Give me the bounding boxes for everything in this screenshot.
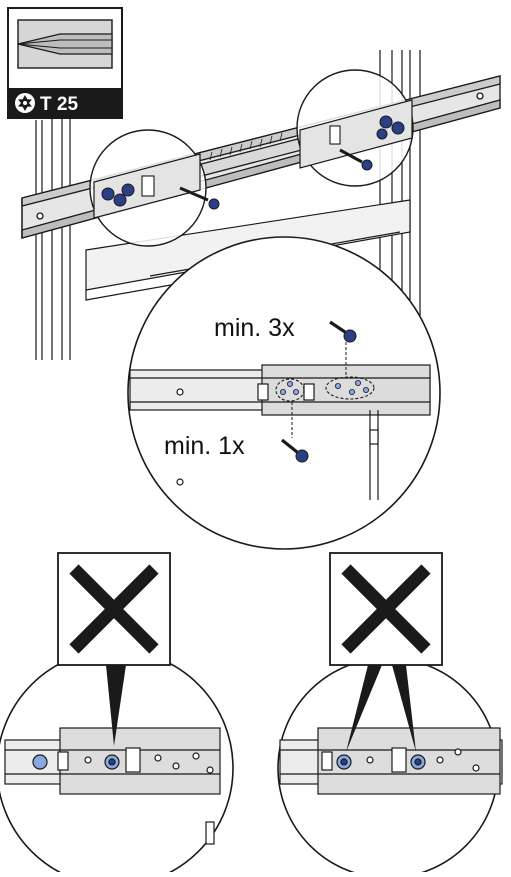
- detail-circle-right: [296, 69, 414, 187]
- min-three-label: min. 3x: [214, 314, 295, 342]
- wrong-example-right: [277, 552, 503, 877]
- cross-icon: [69, 564, 159, 654]
- screw-icon: [329, 320, 357, 343]
- screwdriver-bit-icon: [17, 19, 113, 69]
- lower-hole-group-marker: [275, 378, 305, 402]
- screw-icon: [281, 438, 309, 463]
- tool-size-label: T 25: [40, 94, 78, 115]
- cross-icon: [341, 564, 431, 654]
- detail-circle-left: [89, 129, 220, 247]
- screw-icon: [101, 183, 135, 207]
- min-one-label: min. 1x: [164, 432, 245, 460]
- wrong-example-left: [0, 552, 234, 877]
- screw-icon: [179, 186, 220, 210]
- upper-hole-group-marker: [325, 376, 375, 400]
- zoom-circle-main: min. 3x min. 1x: [127, 236, 441, 550]
- screw-icon: [339, 148, 373, 171]
- tool-badge: T 25: [7, 7, 123, 119]
- screw-icon: [376, 115, 405, 140]
- torx-star-icon: [15, 93, 35, 113]
